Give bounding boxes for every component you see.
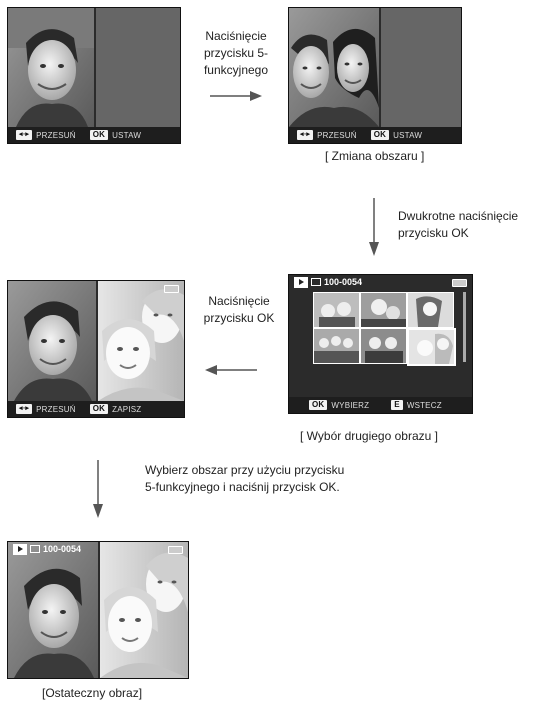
step1-text: Naciśnięcie przycisku 5-funkcyjnego xyxy=(203,29,269,77)
screen-change-area: ◂◦▸ PRZESUŃ OK USTAW xyxy=(288,7,462,144)
move-label: PRZESUŃ xyxy=(36,130,76,140)
ok-key-icon: OK xyxy=(89,404,109,414)
nav-key-icon: ◂◦▸ xyxy=(16,130,33,140)
step1-caption: Naciśnięcie przycisku 5-funkcyjnego xyxy=(196,28,276,79)
scrollbar[interactable] xyxy=(463,292,466,362)
change-area-label: [ Zmiana obszaru ] xyxy=(325,149,425,163)
screen-final: 100-0054 xyxy=(7,541,189,679)
control-bar: ◂◦▸ PRZESUŃ OK ZAPISZ xyxy=(8,401,184,417)
set-label: USTAW xyxy=(112,130,142,140)
battery-icon xyxy=(168,546,183,554)
playback-header: 100-0054 xyxy=(8,542,188,556)
arrow-down-icon xyxy=(93,460,103,518)
screen-select-second: 100-0054 OK WYBIERZ E WSTECZ xyxy=(288,274,473,414)
thumbnail[interactable] xyxy=(360,328,407,364)
arrow-left-icon xyxy=(205,365,257,375)
e-key-icon: E xyxy=(391,400,403,410)
step2-text: Dwukrotne naciśnięcie przycisku OK xyxy=(398,209,519,240)
arrow-down-icon xyxy=(369,198,379,256)
file-number: 100-0054 xyxy=(324,277,363,287)
thumbnail[interactable] xyxy=(360,292,407,328)
battery-icon xyxy=(452,279,467,287)
thumbnail[interactable] xyxy=(313,328,360,364)
play-mode-icon xyxy=(294,276,308,288)
nav-key-icon: ◂◦▸ xyxy=(16,404,33,414)
set-label: USTAW xyxy=(393,130,423,140)
photo-man xyxy=(8,542,98,678)
photo-girl-woman xyxy=(98,281,184,401)
step4-caption: Wybierz obszar przy użyciu przycisku 5-f… xyxy=(145,462,345,496)
select-second-label: [ Wybór drugiego obrazu ] xyxy=(300,429,438,443)
back-label: WSTECZ xyxy=(406,400,442,410)
battery-icon xyxy=(164,285,179,293)
play-mode-icon xyxy=(13,543,27,555)
arrow-right-icon xyxy=(210,91,262,101)
thumbnail-selected[interactable] xyxy=(407,328,456,366)
select-label: WYBIERZ xyxy=(331,400,370,410)
ok-key-icon: OK xyxy=(370,130,390,140)
screen-move-area: ◂◦▸ PRZESUŃ OK USTAW xyxy=(7,7,181,144)
move-label: PRZESUŃ xyxy=(317,130,357,140)
empty-right-area xyxy=(381,8,461,127)
photo-man xyxy=(8,281,96,401)
playback-header: 100-0054 xyxy=(289,275,472,289)
step3-text: Naciśnięcie przycisku OK xyxy=(203,294,275,325)
file-number: 100-0054 xyxy=(43,544,82,554)
thumbnail[interactable] xyxy=(407,292,454,328)
photo-girl-woman xyxy=(100,542,188,678)
screen-save: ◂◦▸ PRZESUŃ OK ZAPISZ xyxy=(7,280,185,418)
step4-text: Wybierz obszar przy użyciu przycisku 5-f… xyxy=(145,463,345,494)
control-bar: ◂◦▸ PRZESUŃ OK USTAW xyxy=(289,127,461,143)
photo-couple xyxy=(289,8,379,127)
ok-key-icon: OK xyxy=(89,130,109,140)
step3-caption: Naciśnięcie przycisku OK xyxy=(198,293,280,327)
control-bar: ◂◦▸ PRZESUŃ OK USTAW xyxy=(8,127,180,143)
memory-card-icon xyxy=(30,545,40,553)
memory-card-icon xyxy=(311,278,321,286)
move-label: PRZESUŃ xyxy=(36,404,76,414)
thumbnail[interactable] xyxy=(313,292,360,328)
step2-caption: Dwukrotne naciśnięcie przycisku OK xyxy=(398,208,528,242)
save-label: ZAPISZ xyxy=(112,404,142,414)
final-image-label: [Ostateczny obraz] xyxy=(42,686,143,700)
empty-right-area xyxy=(96,8,180,127)
ok-key-icon: OK xyxy=(309,400,328,410)
photo-man xyxy=(8,8,94,127)
control-bar: OK WYBIERZ E WSTECZ xyxy=(289,397,472,413)
nav-key-icon: ◂◦▸ xyxy=(297,130,314,140)
